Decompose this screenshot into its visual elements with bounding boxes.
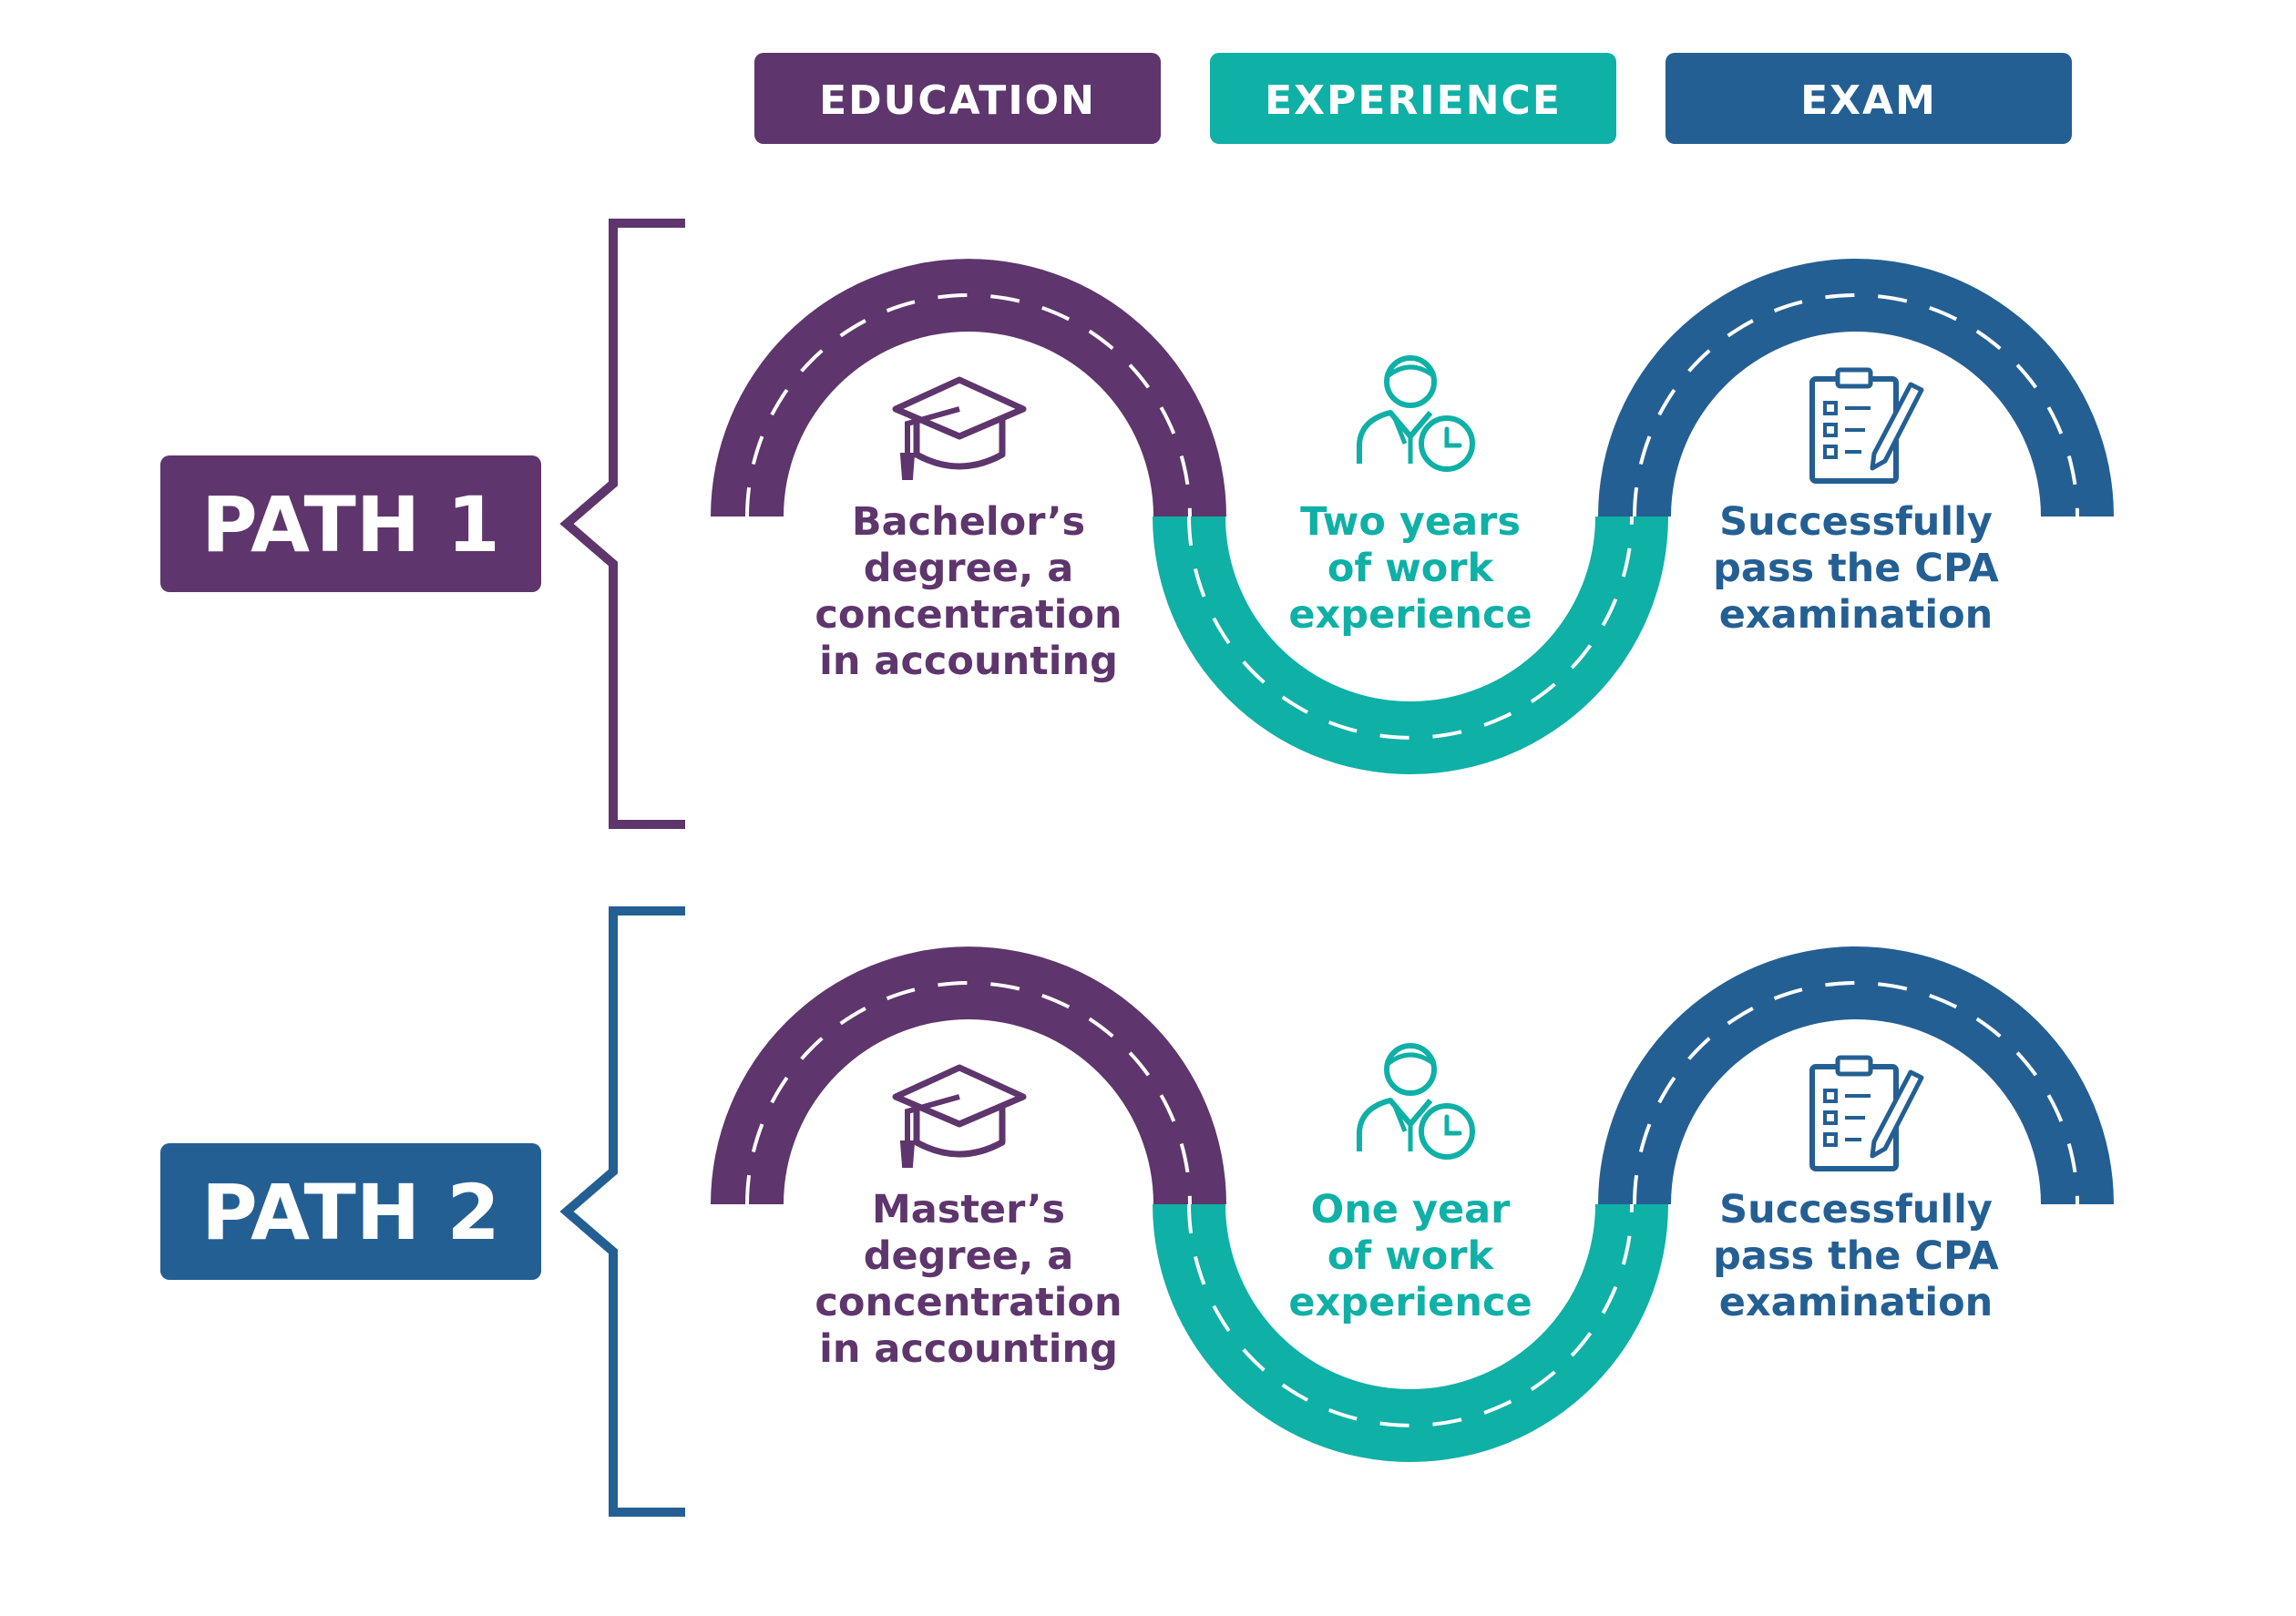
exam-road-arc bbox=[1598, 259, 2114, 517]
path-label: PATH 1 bbox=[201, 480, 500, 569]
person-clock-icon bbox=[1359, 358, 1472, 469]
clipboard-checklist-icon bbox=[1812, 1058, 1922, 1169]
clipboard-checklist-icon bbox=[1812, 370, 1922, 481]
exam-road-arc bbox=[1598, 946, 2114, 1205]
header-exam: EXAM bbox=[1666, 53, 2072, 144]
path-label-badge: PATH 1 bbox=[160, 455, 541, 592]
header-education-label: EDUCATION bbox=[819, 77, 1096, 124]
education-road-arc bbox=[711, 946, 1226, 1205]
experience-road-arc bbox=[1153, 1203, 1668, 1462]
path-label-badge: PATH 2 bbox=[160, 1143, 541, 1280]
header-experience: EXPERIENCE bbox=[1210, 53, 1616, 144]
person-clock-icon bbox=[1359, 1046, 1472, 1157]
path-bracket bbox=[559, 906, 685, 1517]
header-education: EDUCATION bbox=[754, 53, 1161, 144]
path-bracket bbox=[559, 219, 685, 829]
graduation-cap-icon bbox=[896, 1068, 1023, 1166]
path-label: PATH 2 bbox=[201, 1168, 500, 1257]
graduation-cap-icon bbox=[896, 380, 1023, 478]
education-road-arc bbox=[711, 259, 1226, 517]
experience-road-arc bbox=[1153, 516, 1668, 774]
header-exam-label: EXAM bbox=[1800, 77, 1937, 124]
header-experience-label: EXPERIENCE bbox=[1265, 77, 1562, 124]
